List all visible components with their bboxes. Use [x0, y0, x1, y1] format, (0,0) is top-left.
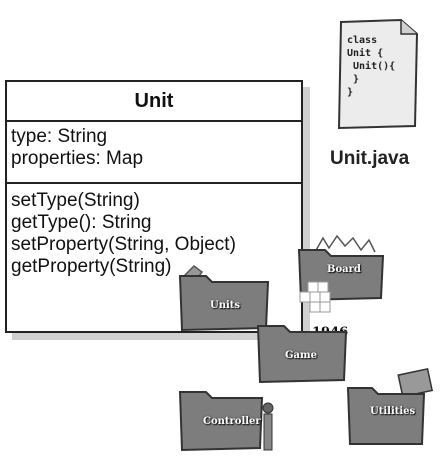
controller-folder-icon	[178, 391, 274, 452]
file-code-snippet: class Unit { Unit(){ } }	[347, 35, 396, 98]
grid-tiles-icon	[299, 281, 331, 313]
uml-attribute: properties: Map	[11, 148, 144, 169]
java-file-icon	[337, 18, 419, 130]
uml-operation: getProperty(String)	[11, 256, 172, 277]
units-folder-icon	[178, 265, 270, 332]
utilities-folder-icon	[346, 368, 434, 445]
folder-label-controller: Controller	[203, 416, 261, 427]
folder-label-utilities: Utilities	[370, 406, 416, 417]
uml-attribute: type: String	[11, 126, 108, 147]
uml-operation: setType(String)	[11, 190, 140, 211]
uml-class-box: Unit type: String properties: Map setTyp…	[5, 80, 303, 333]
uml-operation: getType(): String	[11, 212, 152, 233]
uml-operation: setProperty(String, Object)	[11, 234, 236, 255]
folder-label-units: Units	[210, 300, 241, 311]
uml-class-name: Unit	[7, 82, 301, 122]
folder-label-board: Board	[327, 264, 361, 275]
folder-label-game: Game	[285, 350, 317, 361]
uml-operations: setType(String) getType(): String setPro…	[7, 184, 301, 284]
file-label: Unit.java	[330, 148, 410, 169]
uml-attributes: type: String properties: Map	[7, 122, 301, 184]
game-folder-icon	[256, 325, 348, 384]
